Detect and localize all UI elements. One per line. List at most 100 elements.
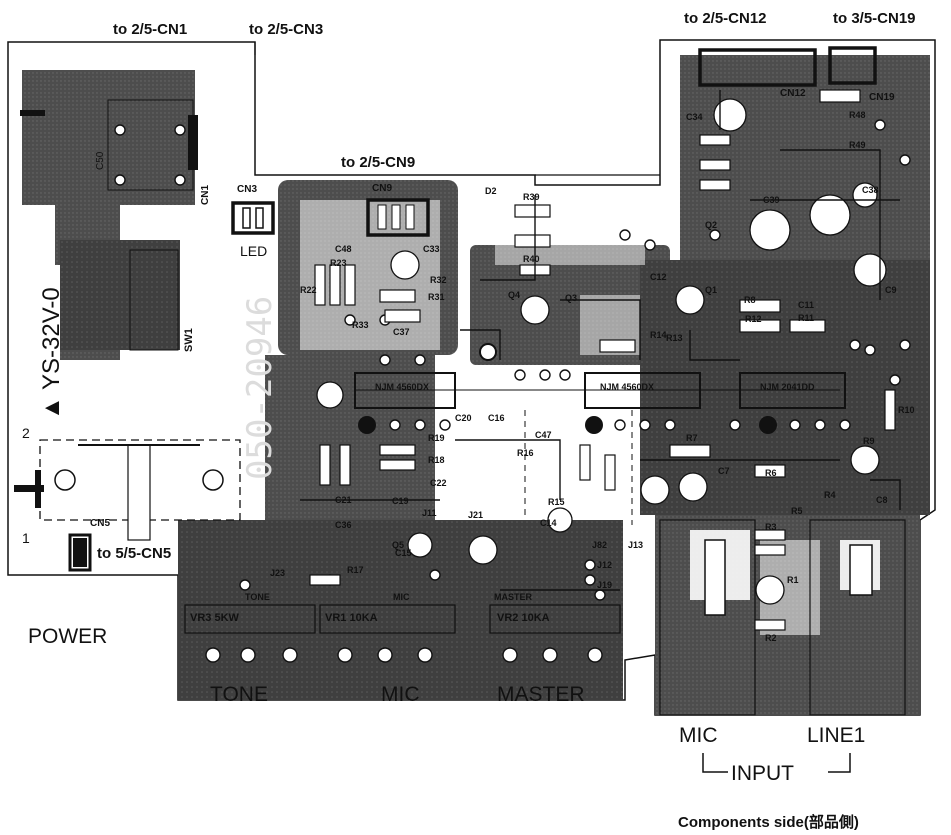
ref-label-c14: C14 <box>540 518 557 528</box>
ref-label-r33: R33 <box>352 320 369 330</box>
ref-label-q5: Q5 <box>392 540 405 550</box>
ref-label-j23: J23 <box>270 568 286 578</box>
ref-label-r14: R14 <box>650 330 667 340</box>
black-pads <box>358 343 777 434</box>
ref-label-j11: J11 <box>422 508 437 518</box>
led-label: LED <box>240 243 268 259</box>
connector-label-cn12: to 2/5-CN12 <box>684 10 767 27</box>
cn19-silk: CN19 <box>869 92 895 103</box>
ref-label-r17: R17 <box>347 565 364 575</box>
pin-2-label: 2 <box>22 425 30 441</box>
ref-label-r39: R39 <box>523 192 540 202</box>
cn19-block <box>828 46 877 85</box>
master-silk: MASTER <box>494 592 532 602</box>
pin-1-label: 1 <box>22 530 30 546</box>
ref-label-r2: R2 <box>765 633 777 643</box>
connector-label-cn19: to 3/5-CN19 <box>833 10 916 27</box>
ref-label-r31: R31 <box>428 292 445 302</box>
ref-label-c19: C19 <box>392 496 409 506</box>
capacitors <box>316 98 887 605</box>
input-bracket <box>702 753 851 773</box>
ref-label-c16: C16 <box>488 413 505 423</box>
section-label-mic: MIC <box>381 683 420 706</box>
ref-label-c33: C33 <box>423 244 440 254</box>
ref-label-c47: C47 <box>535 430 552 440</box>
ref-label-r32: R32 <box>430 275 447 285</box>
ref-label-c37: C37 <box>393 327 410 337</box>
ic1-label: NJM 4560DX <box>375 382 430 392</box>
cn3-block <box>231 201 275 235</box>
ref-label-r10: R10 <box>898 405 915 415</box>
ref-label-q1: Q1 <box>705 285 718 295</box>
section-label-power: POWER <box>28 625 108 648</box>
input-label-line1: LINE1 <box>807 724 866 747</box>
solder-pads <box>114 119 911 663</box>
sw1-outline <box>129 249 179 351</box>
vr3-label: VR3 5KW <box>190 612 239 624</box>
ref-label-j21: J21 <box>468 510 484 520</box>
ref-label-c22: C22 <box>430 478 447 488</box>
connector-label-cn1: to 2/5-CN1 <box>113 21 188 38</box>
ref-label-c12: C12 <box>650 272 667 282</box>
cn5-silk: CN5 <box>90 518 111 529</box>
ref-label-r19: R19 <box>428 433 445 443</box>
ref-label-r3: R3 <box>765 522 777 532</box>
connector-label-cn3: to 2/5-CN3 <box>249 21 324 38</box>
ref-label-r6: R6 <box>765 468 777 478</box>
connector-label-cn9: to 2/5-CN9 <box>341 154 416 171</box>
ref-label-r18: R18 <box>428 455 445 465</box>
c50-silk: C50 <box>95 151 106 170</box>
connector-label-cn5: to 5/5-CN5 <box>97 545 172 562</box>
ref-label-c48: C48 <box>335 244 352 254</box>
transformer-label: ▲ YS-32V-0 <box>38 287 65 420</box>
ref-label-c38: C38 <box>862 185 879 195</box>
ref-label-r13: R13 <box>666 333 683 343</box>
ref-label-d2: D2 <box>485 186 497 196</box>
ref-label-r11: R11 <box>798 313 815 323</box>
ref-label-c20: C20 <box>455 413 472 423</box>
tone-silk: TONE <box>245 592 270 602</box>
cn1-silk: CN1 <box>200 184 211 205</box>
ref-label-c9: C9 <box>885 285 897 295</box>
input-group-label: INPUT <box>731 762 794 785</box>
ic3-label: NJM 2041DD <box>760 382 815 392</box>
sw1-silk: SW1 <box>183 328 195 352</box>
copper-bottom-band <box>178 520 623 700</box>
ref-label-q4: Q4 <box>508 290 521 300</box>
ref-label-r1: R1 <box>787 575 799 585</box>
components-side-note: Components side(部品側) <box>678 814 859 831</box>
ref-label-r49: R49 <box>849 140 866 150</box>
cn12-block <box>698 48 817 87</box>
ref-label-r12: R12 <box>745 314 762 324</box>
ref-label-c8: C8 <box>876 495 888 505</box>
ref-label-r40: R40 <box>523 254 540 264</box>
ref-label-j12: J12 <box>597 560 613 570</box>
ref-label-r7: R7 <box>686 433 698 443</box>
vr1-label: VR1 10KA <box>325 612 378 624</box>
ref-label-q3: Q3 <box>565 293 578 303</box>
ref-label-r8: R8 <box>744 295 756 305</box>
traces <box>300 90 901 591</box>
section-label-master: MASTER <box>497 683 585 706</box>
ref-label-c21: C21 <box>335 495 352 505</box>
cn5-block <box>68 533 92 572</box>
input-label-mic: MIC <box>679 724 718 747</box>
ref-label-j19: J19 <box>597 580 613 590</box>
cn12-silk: CN12 <box>780 88 806 99</box>
ref-label-c34: C34 <box>686 112 703 122</box>
mic-jack-outline <box>659 519 756 716</box>
board-number: 050-20946 <box>240 295 280 480</box>
mic-silk: MIC <box>393 592 410 602</box>
ref-label-c36: C36 <box>335 520 352 530</box>
cn9-block <box>366 198 430 237</box>
ref-label-r23: R23 <box>330 258 347 268</box>
ref-label-j13: J13 <box>628 540 644 550</box>
ref-label-c7: C7 <box>718 466 730 476</box>
ref-label-r48: R48 <box>849 110 866 120</box>
line1-jack-outline <box>809 519 906 716</box>
ref-label-r15: R15 <box>548 497 565 507</box>
cn9-silk: CN9 <box>372 183 393 194</box>
vr3-box <box>184 604 316 634</box>
power-copper-lower <box>60 240 180 350</box>
